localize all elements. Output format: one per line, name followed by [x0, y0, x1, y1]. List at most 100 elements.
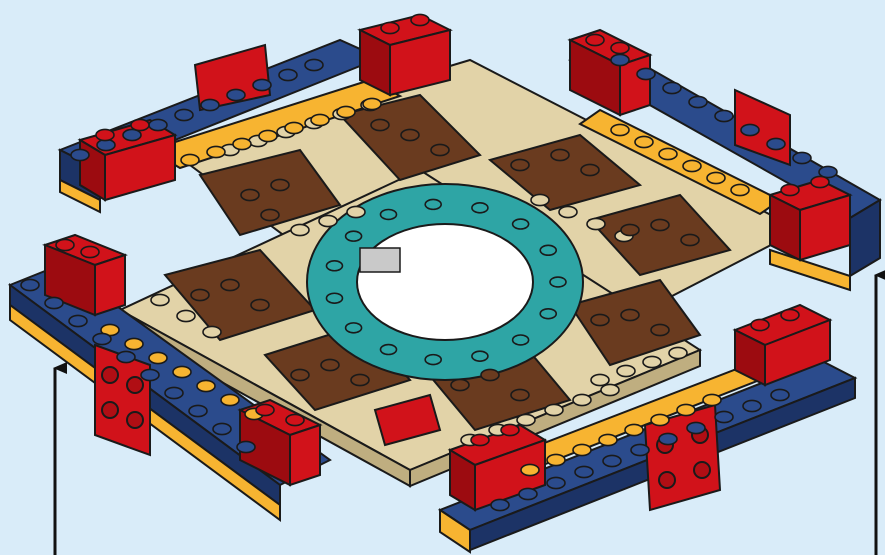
stud — [363, 98, 381, 109]
stud — [547, 454, 565, 465]
stud — [326, 261, 342, 271]
stud — [71, 149, 89, 160]
stud — [637, 68, 655, 79]
stud — [233, 138, 251, 149]
stud — [689, 96, 707, 107]
stud — [237, 441, 255, 452]
stud — [621, 309, 639, 320]
stud — [611, 124, 629, 135]
stud — [149, 352, 167, 363]
stud — [425, 199, 441, 209]
stud — [401, 129, 419, 140]
stud — [521, 464, 539, 475]
stud — [703, 394, 721, 405]
stud — [472, 203, 488, 213]
stud — [279, 69, 297, 80]
stud — [540, 309, 556, 319]
stud — [811, 176, 829, 187]
stud — [601, 384, 619, 395]
stud — [213, 423, 231, 434]
stud — [591, 314, 609, 325]
stud — [381, 345, 397, 355]
stud — [197, 380, 215, 391]
stud — [681, 234, 699, 245]
stud — [93, 333, 111, 344]
stud — [501, 424, 519, 435]
stud — [611, 42, 629, 53]
stud — [743, 400, 761, 411]
stud — [651, 219, 669, 230]
stud — [285, 122, 303, 133]
stud — [96, 129, 114, 140]
stud — [305, 59, 323, 70]
stud — [56, 239, 74, 250]
stud — [253, 79, 271, 90]
stud — [635, 136, 653, 147]
stud — [175, 109, 193, 120]
stud — [351, 374, 369, 385]
stud — [221, 279, 239, 290]
stud — [669, 347, 687, 358]
stud — [381, 22, 399, 33]
stud — [540, 245, 556, 255]
stud — [659, 148, 677, 159]
stud — [431, 144, 449, 155]
stud — [573, 394, 591, 405]
stud — [611, 54, 629, 65]
red-brick-top — [360, 15, 450, 95]
stud — [256, 404, 274, 415]
stud — [581, 164, 599, 175]
stud — [227, 89, 245, 100]
stud — [203, 326, 221, 337]
stud — [319, 215, 337, 226]
stud — [781, 184, 799, 195]
stud — [591, 374, 609, 385]
stud — [715, 110, 733, 121]
stud — [511, 159, 529, 170]
stud — [286, 414, 304, 425]
stud — [771, 389, 789, 400]
stud — [337, 106, 355, 117]
stud — [311, 114, 329, 125]
stud — [551, 149, 569, 160]
stud — [550, 277, 566, 287]
stud — [741, 124, 759, 135]
stud — [767, 138, 785, 149]
stud — [45, 297, 63, 308]
stud — [321, 359, 339, 370]
stud — [189, 405, 207, 416]
stud — [165, 387, 183, 398]
stud — [346, 323, 362, 333]
stud — [545, 404, 563, 415]
stud — [201, 99, 219, 110]
stud — [326, 293, 342, 303]
stud — [151, 294, 169, 305]
stud — [259, 130, 277, 141]
stud — [81, 246, 99, 257]
stud — [547, 477, 565, 488]
stud — [781, 309, 799, 320]
stud — [677, 404, 695, 415]
stud — [707, 172, 725, 183]
stud — [181, 154, 199, 165]
stud — [587, 218, 605, 229]
stud — [191, 289, 209, 300]
stud — [131, 119, 149, 130]
stud — [603, 455, 621, 466]
stud — [411, 14, 429, 25]
stud — [177, 310, 195, 321]
stud — [69, 315, 87, 326]
stud — [793, 152, 811, 163]
stud — [651, 324, 669, 335]
stud — [631, 444, 649, 455]
stud — [21, 279, 39, 290]
stud — [573, 444, 591, 455]
stud — [519, 488, 537, 499]
stud — [125, 338, 143, 349]
stud — [751, 319, 769, 330]
stud — [621, 224, 639, 235]
stud — [599, 434, 617, 445]
stud — [643, 356, 661, 367]
stud — [586, 34, 604, 45]
stud — [663, 82, 681, 93]
